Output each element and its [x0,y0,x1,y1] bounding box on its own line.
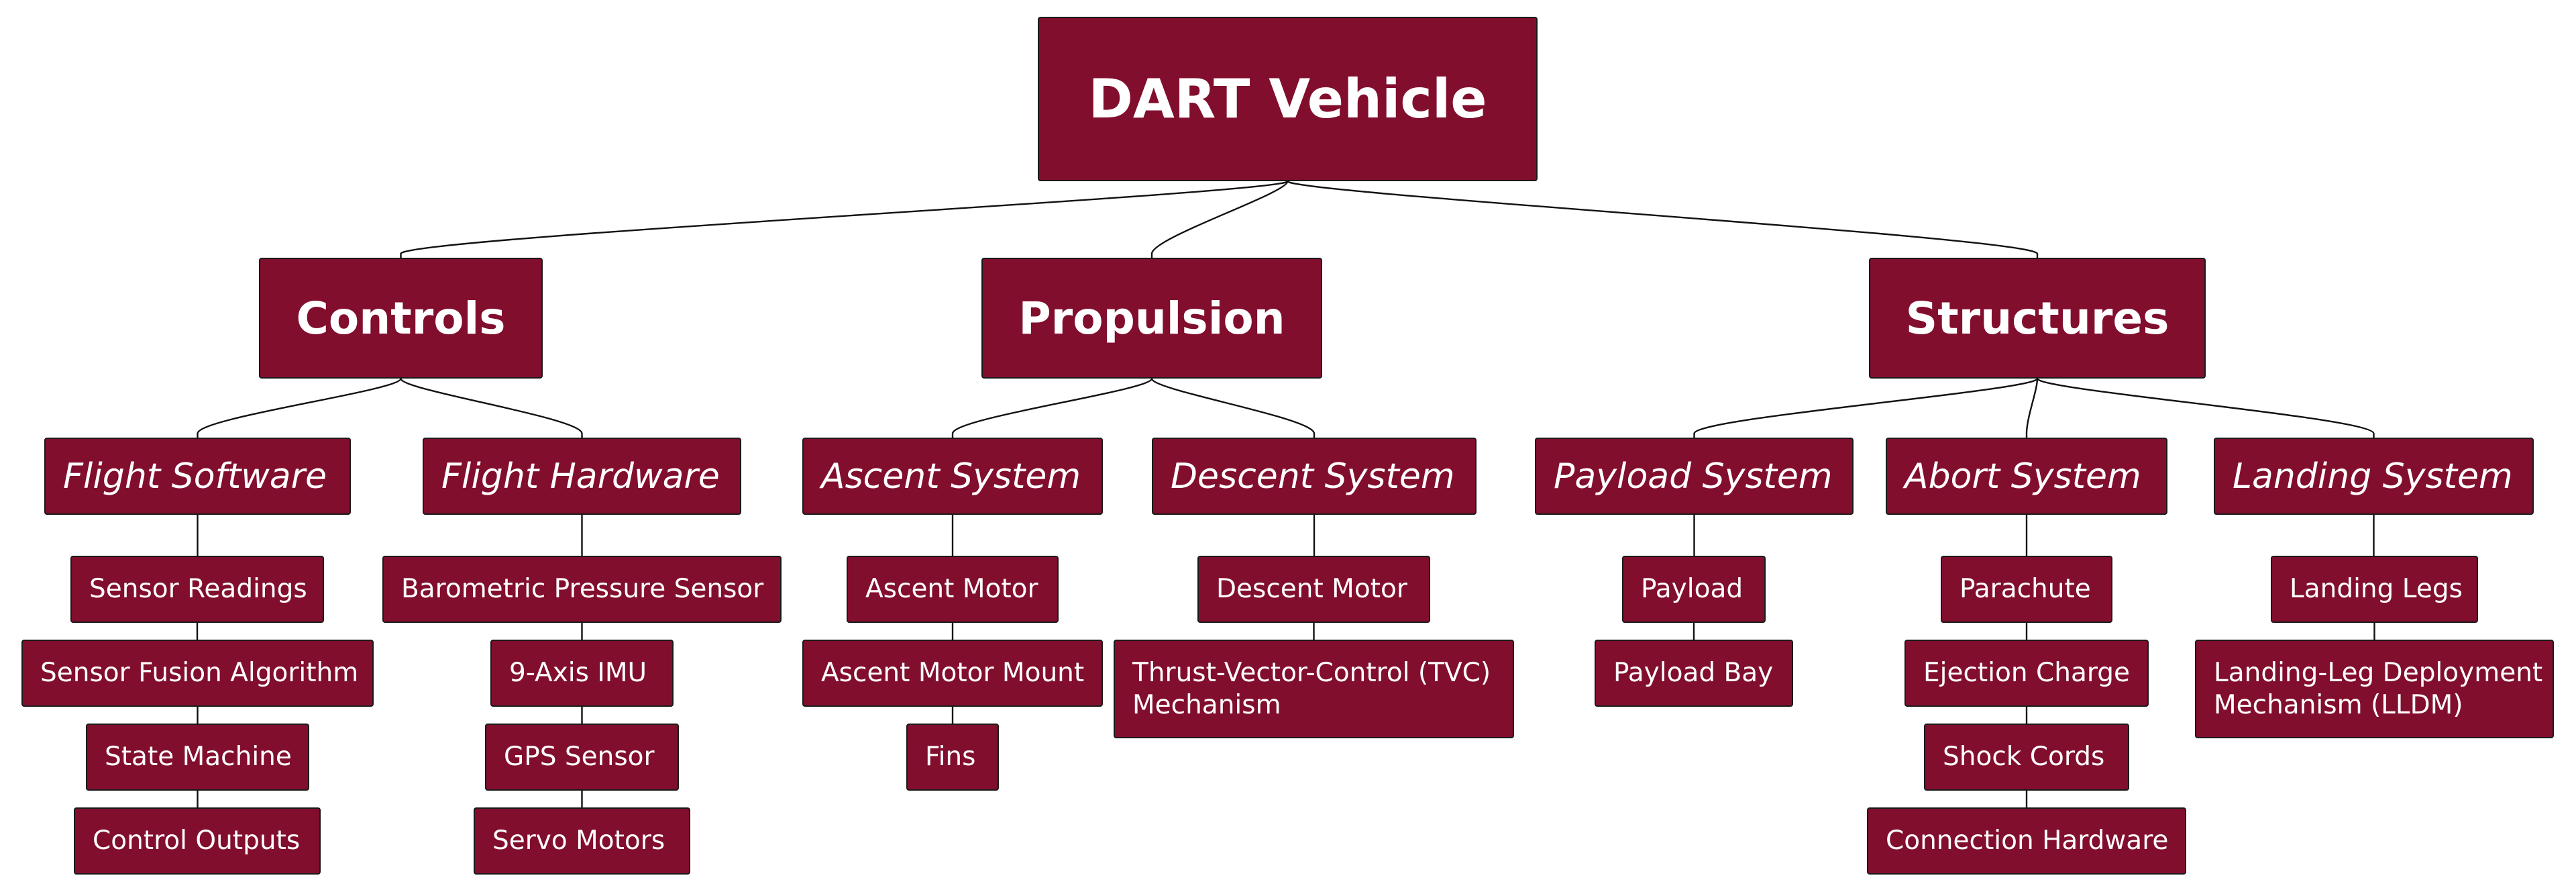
connector-structures-abort-system [2025,378,2039,438]
leaf-node-descent-motor: Descent Motor [1197,556,1430,623]
category-node-controls: Controls [259,258,543,379]
leaf-node-fins: Fins [906,724,999,791]
system-node-flight-hardware: Flight Hardware [423,438,741,515]
leaf-node-state-machine: State Machine [86,724,309,791]
connector-root-controls [400,180,1289,258]
leaf-node-servo-motors: Servo Motors [474,807,690,875]
leaf-node-ascent-motor-mount: Ascent Motor Mount [802,640,1103,707]
category-node-propulsion: Propulsion [981,258,1322,379]
leaf-node-9-axis-imu: 9-Axis IMU [490,640,674,707]
leaf-node-ejection-charge: Ejection Charge [1904,640,2149,707]
leaf-node-control-outputs: Control Outputs [74,807,321,875]
root-node: DART Vehicle [1038,17,1538,181]
leaf-node-parachute: Parachute [1941,556,2112,623]
leaf-node-landing-legs: Landing Legs [2271,556,2478,623]
connector-propulsion-descent-system [1150,378,1316,438]
connector-root-structures [1287,180,2039,258]
connector-propulsion-ascent-system [951,377,1153,438]
system-node-payload-system: Payload System [1535,438,1854,515]
connector-controls-flight-hardware [400,378,583,438]
connector-root-propulsion [1150,181,1289,258]
connector-structures-landing-system [2036,377,2375,438]
leaf-node-ascent-motor: Ascent Motor [847,556,1059,623]
system-node-landing-system: Landing System [2214,438,2534,515]
category-node-structures: Structures [1869,258,2206,379]
system-node-ascent-system: Ascent System [802,438,1103,515]
connector-structures-payload-system [1693,377,2039,438]
leaf-node-connection-hardware: Connection Hardware [1867,807,2186,875]
leaf-node-sensor-fusion-algorithm: Sensor Fusion Algorithm [21,640,374,707]
leaf-node-payload: Payload [1622,556,1766,623]
leaf-node-sensor-readings: Sensor Readings [70,556,324,623]
leaf-node-barometric-pressure-sensor: Barometric Pressure Sensor [382,556,782,623]
connector-controls-flight-software [197,377,402,438]
leaf-node-shock-cords: Shock Cords [1924,724,2129,791]
leaf-node-lldm: Landing-Leg Deployment Mechanism (LLDM) [2195,640,2554,738]
system-node-abort-system: Abort System [1886,438,2167,515]
system-node-flight-software: Flight Software [44,438,351,515]
leaf-node-payload-bay: Payload Bay [1595,640,1793,707]
leaf-node-gps-sensor: GPS Sensor [485,724,679,791]
leaf-node-tvc-mechanism: Thrust-Vector-Control (TVC) Mechanism [1114,640,1514,738]
system-node-descent-system: Descent System [1152,438,1477,515]
